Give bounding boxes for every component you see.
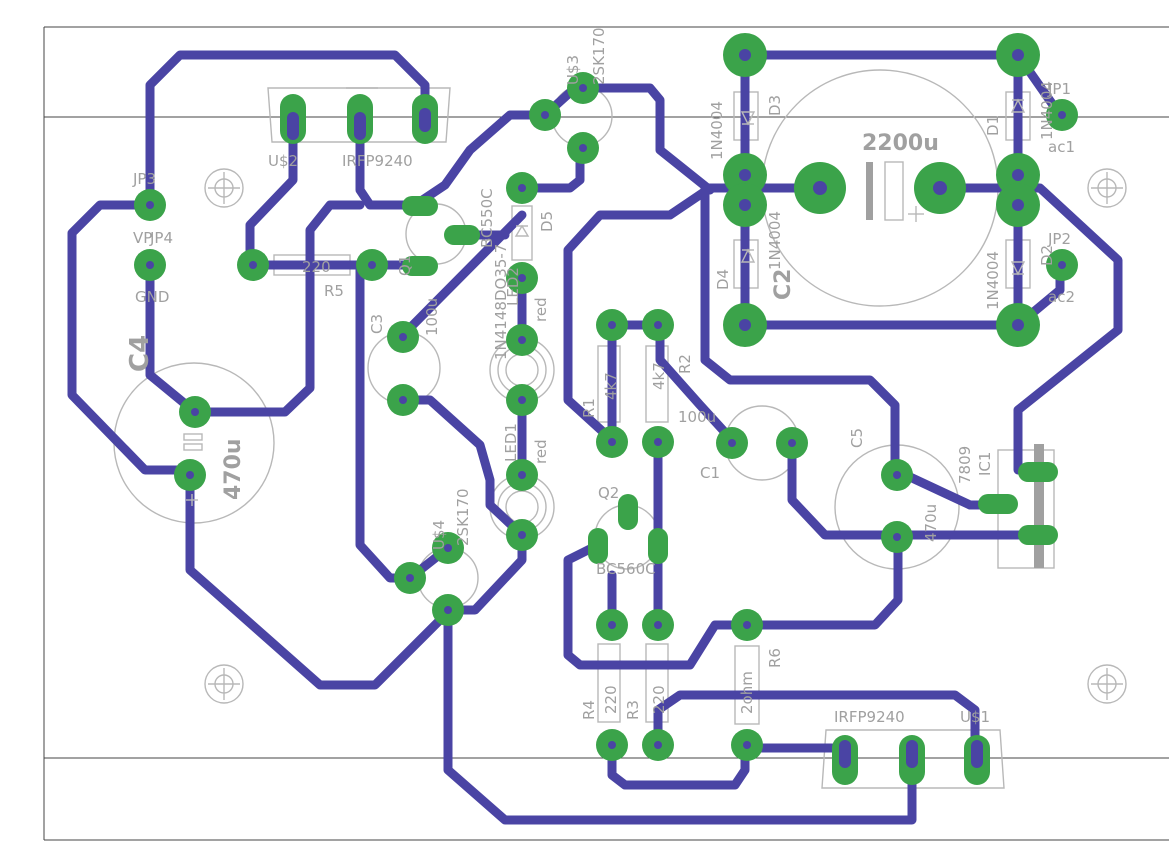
label-us1: U$1 — [960, 708, 990, 726]
label-c2: C2 — [771, 269, 796, 300]
label-c2-value: 2200u — [862, 131, 939, 156]
label-c5-value: 470u — [922, 504, 940, 542]
label-ic1: IC1 — [976, 452, 994, 476]
label-led2: LED2 — [504, 267, 522, 306]
trace — [398, 395, 527, 540]
label-bc560c: BC560C — [596, 560, 656, 578]
label-jp1: JP1 — [1047, 80, 1071, 98]
label-d2-type: 1N4004 — [984, 251, 1002, 310]
label-d3: D3 — [766, 95, 784, 116]
label-d4-type: 1N4004 — [766, 211, 784, 270]
label-c5: C5 — [848, 428, 866, 448]
label-r6: R6 — [766, 648, 784, 668]
mounting-holes — [204, 168, 1127, 704]
label-led1: LED1 — [502, 423, 520, 462]
label-r2: R2 — [676, 354, 694, 374]
trace — [185, 465, 453, 690]
label-ic1-number: 7809 — [956, 446, 974, 484]
label-d2: D2 — [1038, 245, 1056, 266]
label-jp3: JP3 — [132, 170, 156, 188]
trace — [563, 183, 715, 445]
label-2sk170-mid: 2SK170 — [454, 488, 472, 546]
trace — [355, 83, 715, 210]
label-d5: D5 — [538, 211, 556, 232]
label-q2: Q2 — [598, 484, 619, 502]
label-c1: C1 — [700, 464, 720, 482]
label-r6-value: 2ohm — [738, 671, 756, 714]
trace — [655, 320, 737, 445]
label-r5-value: 220 — [302, 258, 331, 276]
label-d1: D1 — [984, 115, 1002, 136]
label-jp2: JP2 — [1047, 230, 1071, 248]
mounting-hole — [204, 664, 244, 704]
label-us3: U$3 — [564, 55, 582, 85]
label-irfp9240-bottom: IRFP9240 — [834, 708, 905, 726]
trace — [607, 740, 750, 790]
label-r5: R5 — [324, 282, 344, 300]
label-q1: Q1 — [396, 255, 414, 276]
label-us2: U$2 — [268, 152, 298, 170]
label-gnd: GND — [135, 288, 169, 306]
trace — [245, 115, 377, 270]
mounting-hole — [1087, 168, 1127, 208]
trace — [787, 438, 1043, 540]
label-2sk170-top: 2SK170 — [590, 27, 608, 85]
trace — [355, 265, 453, 583]
label-c3-value: 100u — [423, 298, 441, 336]
label-bc550c: BC550C — [478, 188, 496, 248]
label-r4: R4 — [580, 700, 598, 720]
label-c4: C4 — [125, 335, 155, 372]
label-r3-value: 220 — [650, 685, 668, 714]
label-c1-value: 100u — [678, 408, 716, 426]
mounting-hole — [1087, 664, 1127, 704]
label-r1-value: 4k7 — [602, 372, 620, 400]
mounting-hole — [204, 168, 244, 208]
trace — [67, 200, 193, 475]
label-irfp9240-top: IRFP9240 — [342, 152, 413, 170]
label-vp: VP — [133, 229, 152, 247]
trace — [935, 183, 1123, 475]
trace — [145, 50, 430, 210]
trace — [563, 530, 903, 670]
label-ac2: ac2 — [1048, 288, 1075, 306]
component-labels: U$2 IRFP9240 U$3 2SK170 JP3 VP JP4 GND 2… — [125, 27, 1075, 726]
trace — [145, 200, 365, 417]
trace — [653, 690, 980, 755]
label-led2-color: red — [532, 297, 550, 322]
label-r1: R1 — [580, 398, 598, 418]
trace — [517, 143, 585, 193]
trace — [443, 530, 917, 825]
label-r4-value: 220 — [602, 685, 620, 714]
label-ac1: ac1 — [1048, 138, 1075, 156]
label-us4: U$4 — [430, 520, 448, 550]
label-r3: R3 — [624, 700, 642, 720]
label-led1-color: red — [532, 439, 550, 464]
label-d4: D4 — [714, 269, 732, 290]
copper-pads — [134, 33, 1078, 785]
label-c4-value: 470u — [221, 438, 246, 500]
label-c3: C3 — [368, 314, 386, 334]
silkscreen-symbols — [186, 98, 1026, 506]
label-jp4: JP4 — [149, 229, 173, 247]
label-d5-type: 1N4148DO35-7 — [492, 244, 510, 360]
trace — [700, 183, 1003, 510]
label-r2-value: 4k7 — [650, 362, 668, 390]
label-d1-type: 1N4004 — [1038, 81, 1056, 140]
label-d3-type: 1N4004 — [708, 101, 726, 160]
